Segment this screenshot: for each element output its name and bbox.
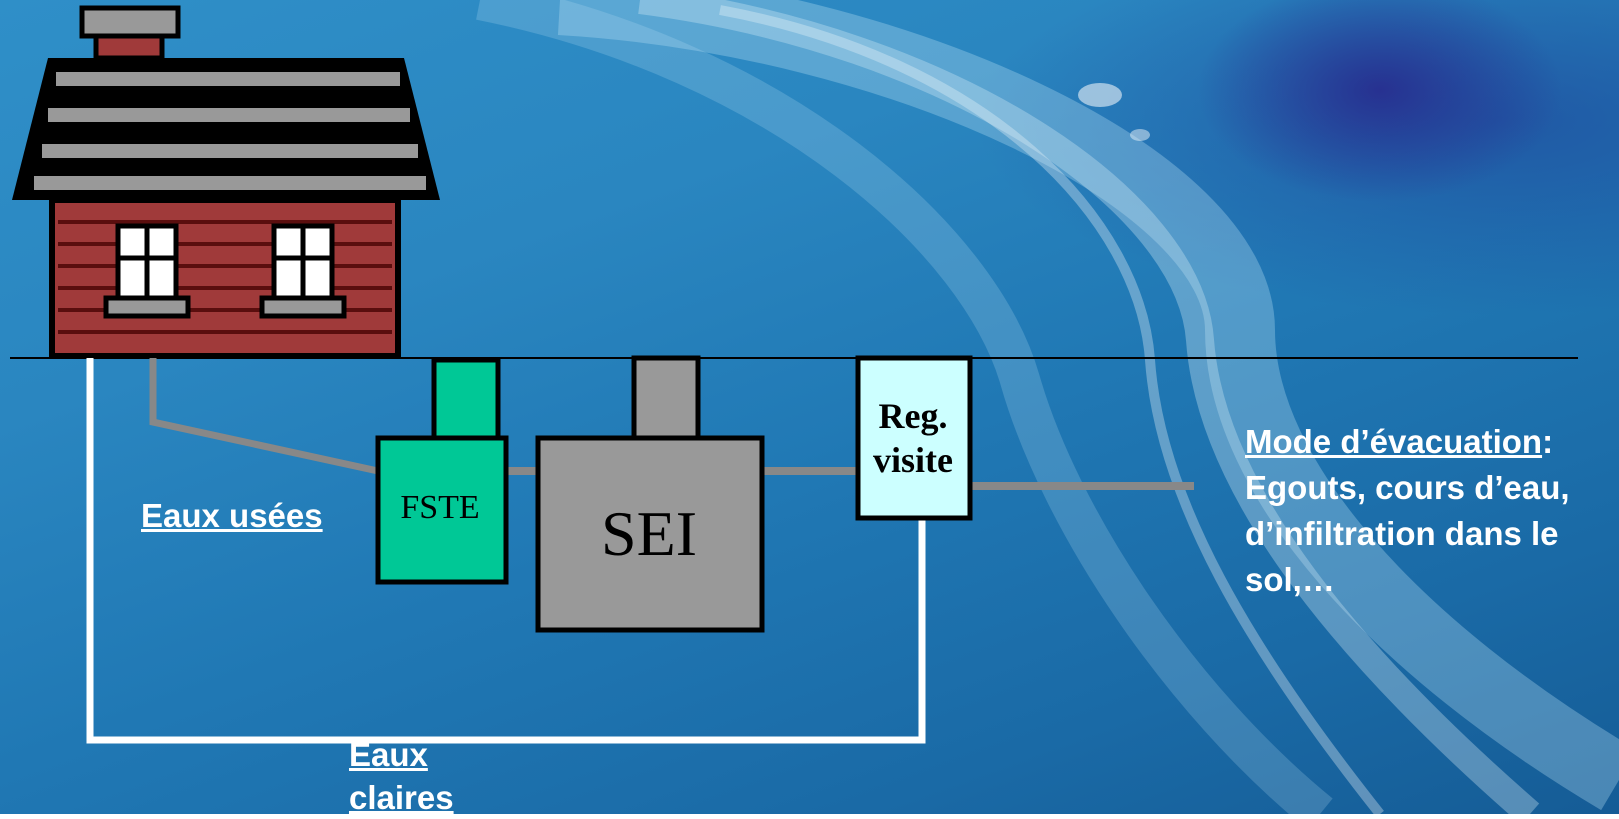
evacuation-line3: sol,…: [1245, 561, 1335, 598]
fste-label: FSTE: [400, 489, 480, 526]
fste-riser: [431, 357, 501, 443]
evacuation-line1: Egouts, cours d’eau,: [1245, 469, 1570, 506]
sei-tank: [535, 435, 765, 633]
reg-label-line2: visite: [873, 440, 953, 480]
house-window-left: [103, 223, 191, 319]
house-icon: [12, 5, 440, 359]
reg-visite-label: Reg. visite: [860, 394, 966, 482]
evacuation-title-line: Mode d’évacuation:: [1245, 419, 1615, 465]
evacuation-text-block: Mode d’évacuation: Egouts, cours d’eau, …: [1245, 419, 1615, 603]
house-window-right: [259, 223, 347, 319]
eaux-claires-line2: claires: [349, 779, 454, 816]
eaux-usees-label: Eaux usées: [141, 497, 323, 534]
sei-label: SEI: [601, 498, 697, 569]
evacuation-line2: d’infiltration dans le: [1245, 515, 1559, 552]
evacuation-colon: :: [1542, 423, 1554, 460]
evacuation-title: Mode d’évacuation: [1245, 423, 1543, 460]
reg-visite-box: [855, 355, 973, 521]
clear-water-pipe: [86, 358, 926, 744]
reg-label-line1: Reg.: [878, 396, 948, 436]
sei-riser: [631, 355, 701, 441]
fste-tank: [375, 435, 509, 585]
eaux-claires-line1: Eaux: [349, 736, 428, 773]
eaux-claires-label: Eaux claires: [349, 733, 489, 819]
wastewater-pipe-house-to-fste: [149, 358, 379, 475]
water-swirl-decoration: [476, 0, 1619, 814]
